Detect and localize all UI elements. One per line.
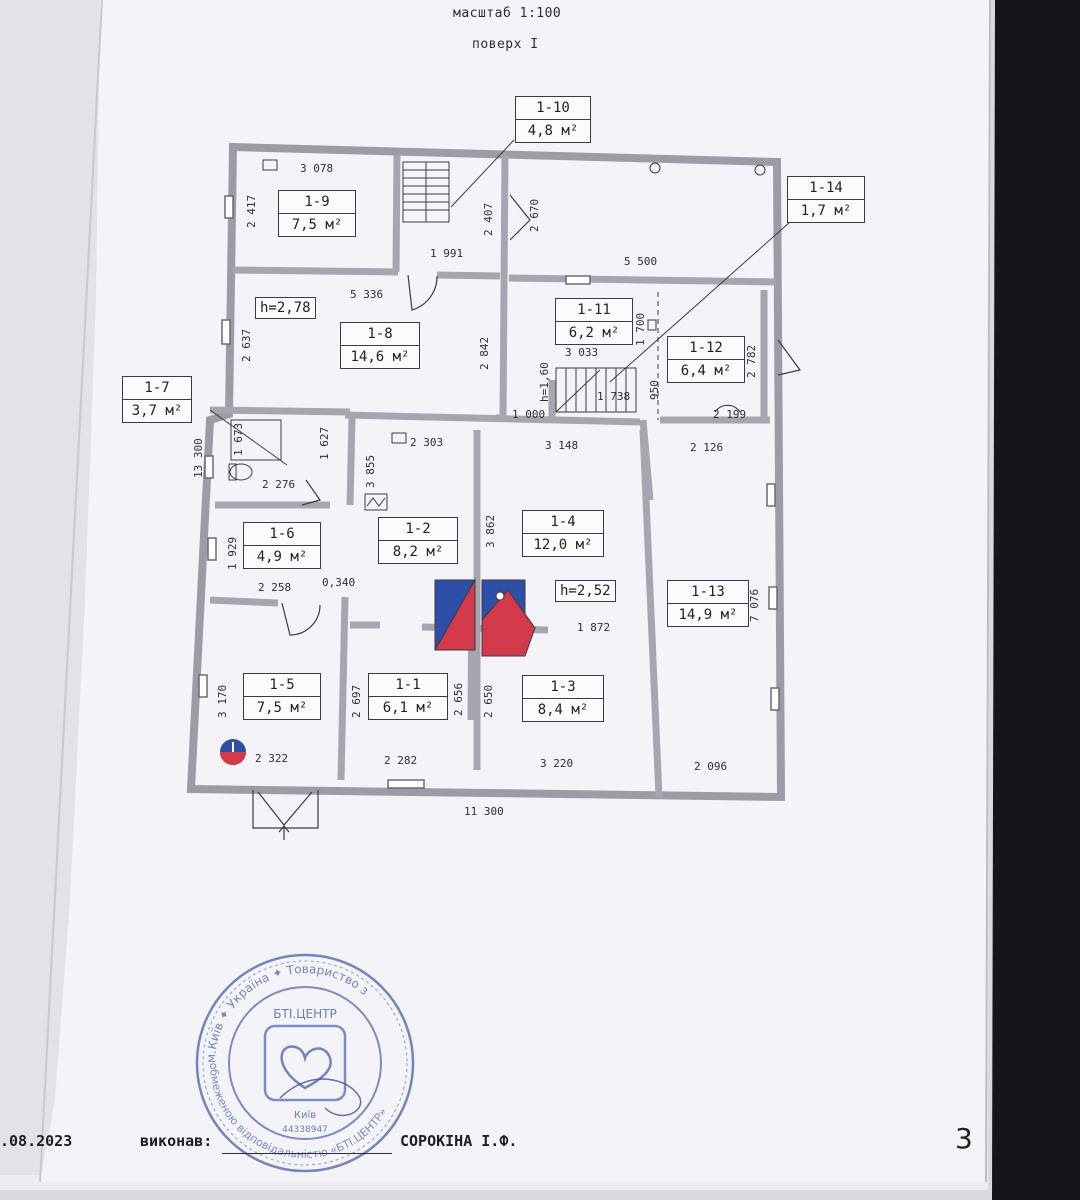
dimension: 1 627: [318, 426, 331, 460]
dimension: 5 336: [350, 288, 384, 301]
dimension: 2 656: [452, 682, 465, 716]
stamp-center-title: БТІ.ЦЕНТР: [273, 1007, 336, 1021]
dimension: 2 199: [713, 408, 747, 421]
dimension: 2 650: [482, 684, 495, 718]
dimension: 1 000: [512, 408, 546, 421]
dimension: 2 322: [255, 752, 289, 765]
dimension: 3 033: [565, 346, 599, 359]
dimension: 3 220: [540, 757, 574, 770]
dimension: 3 862: [484, 514, 497, 548]
dimension: 7 076: [748, 588, 761, 622]
dimension: 2 670: [528, 198, 541, 232]
executed-by-label: виконав:: [140, 1132, 213, 1150]
dimension: 2 096: [694, 760, 728, 773]
dimension: 0,340: [322, 576, 356, 589]
leader-lines: [209, 409, 288, 466]
gas-meter-icon: [220, 739, 246, 765]
dimension: 2 782: [745, 344, 758, 378]
dimension: 2 842: [478, 336, 491, 370]
dimension: 1 700: [634, 312, 647, 346]
fixtures: [228, 159, 766, 511]
dimension: 2 697: [350, 684, 363, 718]
ceiling-height-1-4: h=2,52: [555, 580, 616, 602]
ceiling-height-1-8: h=2,78: [255, 297, 316, 319]
dimension: 5 500: [624, 255, 658, 268]
dimension: 2 417: [245, 194, 258, 228]
stamp-city: Київ: [294, 1110, 316, 1121]
dimension: 2 637: [240, 328, 253, 362]
dimension: 1 929: [226, 536, 239, 570]
dimension: 2 276: [262, 478, 296, 491]
dimension: 2 303: [410, 436, 444, 449]
exterior-walls: [186, 142, 786, 802]
company-stamp: м.Київ ✦ Україна ✦ Товариство з обмежено…: [195, 953, 415, 1173]
dimension: 1 738: [597, 390, 631, 403]
dimension: 3 170: [216, 684, 229, 718]
dimension: 3 078: [300, 162, 334, 175]
dimension: 950: [648, 380, 661, 400]
scale-label: масштаб 1:100: [453, 6, 562, 21]
heating-marker: [434, 578, 536, 657]
stairs-upper: [402, 139, 515, 223]
stairs-lower: [555, 221, 791, 420]
dimension: 3 855: [364, 454, 377, 488]
door-swings: [252, 194, 802, 840]
windows: [198, 195, 780, 789]
dimension: 2 282: [384, 754, 418, 767]
dimension: 2 258: [258, 581, 292, 594]
executor-name: СОРОКІНА І.Ф.: [400, 1132, 518, 1150]
dimension: 2 407: [482, 202, 495, 236]
dimension: 11 300: [464, 805, 504, 818]
signature-line: [222, 1153, 392, 1154]
ceiling-height-stairs: h=1,60: [538, 362, 551, 402]
interior-walls: [209, 154, 777, 798]
dimension: 3 148: [545, 439, 579, 452]
dimension: 1 872: [577, 621, 611, 634]
dimension: 13 300: [192, 438, 205, 478]
dimension: 1 991: [430, 247, 464, 260]
page-number: 3: [955, 1122, 973, 1155]
floor-label: поверх I: [472, 37, 539, 52]
dimension: 1 673: [232, 422, 245, 456]
dimension: 2 126: [690, 441, 724, 454]
date-label: .08.2023: [0, 1132, 73, 1150]
stamp-code: 44338947: [282, 1125, 328, 1135]
